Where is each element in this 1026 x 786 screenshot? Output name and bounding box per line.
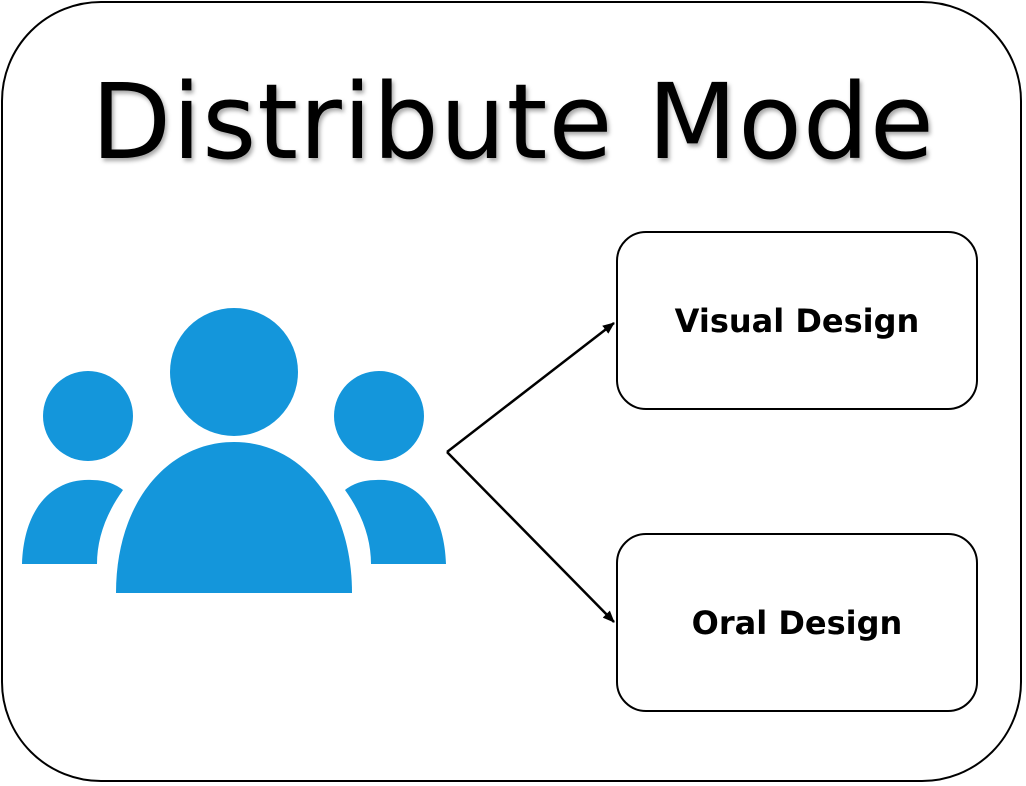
oral-design-label: Oral Design (691, 603, 903, 642)
visual-design-label: Visual Design (674, 301, 920, 340)
visual-design-box: Visual Design (616, 231, 978, 410)
diagram-title: Distribute Mode (91, 61, 935, 183)
oral-design-box: Oral Design (616, 533, 978, 712)
